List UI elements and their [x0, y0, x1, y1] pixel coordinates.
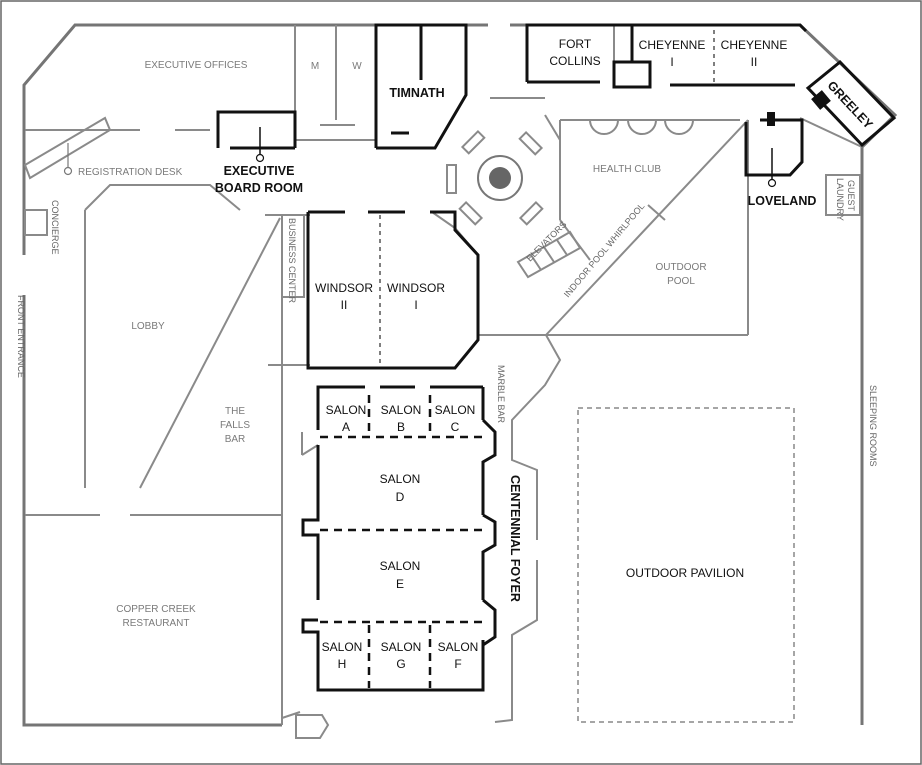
elevators: [516, 230, 582, 279]
label-outdoor-pavilion[interactable]: OUTDOOR PAVILION: [626, 566, 744, 580]
label-health-club: HEALTH CLUB: [593, 164, 661, 175]
outdoor-pavilion-outline: [577, 407, 795, 723]
label-falls-bar-line1: THE: [225, 406, 245, 417]
label-salon-b-line1[interactable]: SALON: [381, 403, 422, 417]
label-copper-creek-line2: RESTAURANT: [122, 618, 189, 629]
label-centennial-foyer[interactable]: CENTENNIAL FOYER: [508, 475, 522, 602]
rotunda-fountain: [489, 167, 511, 189]
label-salon-g-line1[interactable]: SALON: [381, 640, 422, 654]
label-falls-bar-line3: BAR: [225, 434, 246, 445]
label-womens-restroom: W: [352, 61, 362, 72]
label-salon-d-line2[interactable]: D: [396, 490, 405, 504]
label-windsor-i-line2[interactable]: I: [414, 298, 417, 312]
label-concierge: CONCIERGE: [50, 200, 60, 255]
label-fort-collins-line2[interactable]: COLLINS: [549, 54, 600, 68]
label-windsor-ii-line2[interactable]: II: [341, 298, 348, 312]
label-guest-laundry-line2: LAUNDRY: [835, 178, 845, 221]
label-falls-bar-line2: FALLS: [220, 420, 250, 431]
info-markers: [63, 127, 777, 188]
label-mens-restroom: M: [311, 61, 319, 72]
label-salon-e-line2[interactable]: E: [396, 577, 404, 591]
label-salon-c-line1[interactable]: SALON: [435, 403, 476, 417]
label-copper-creek-line1: COPPER CREEK: [116, 604, 196, 615]
label-windsor-i-line1[interactable]: WINDSOR: [387, 281, 445, 295]
label-salon-f-line1[interactable]: SALON: [438, 640, 479, 654]
label-outdoor-pool-line1: OUTDOOR: [655, 262, 706, 273]
label-salon-b-line2[interactable]: B: [397, 420, 405, 434]
label-executive-offices: EXECUTIVE OFFICES: [145, 60, 248, 71]
label-salon-g-line2[interactable]: G: [396, 657, 405, 671]
label-business-center: BUSINESS CENTER: [287, 218, 297, 304]
label-cheyenne-i-line2[interactable]: I: [670, 55, 673, 69]
label-salon-h-line2[interactable]: H: [338, 657, 347, 671]
label-timnath[interactable]: TIMNATH: [389, 86, 444, 100]
label-executive-board-room-line1[interactable]: EXECUTIVE: [224, 164, 295, 178]
label-salon-f-line2[interactable]: F: [454, 657, 461, 671]
label-sleeping-rooms: SLEEPING ROOMS: [868, 385, 878, 467]
label-salon-c-line2[interactable]: C: [451, 420, 460, 434]
label-cheyenne-ii-line1[interactable]: CHEYENNE: [721, 38, 788, 52]
label-front-entrance: FRONT ENTRANCE: [16, 295, 26, 378]
label-loveland[interactable]: LOVELAND: [748, 194, 817, 208]
health-club-windows: [589, 119, 694, 135]
label-cheyenne-i-line1[interactable]: CHEYENNE: [639, 38, 706, 52]
label-guest-laundry-line1: GUEST: [846, 180, 856, 212]
label-salon-h-line1[interactable]: SALON: [322, 640, 363, 654]
label-salon-d-line1[interactable]: SALON: [380, 472, 421, 486]
label-marble-bar: MARBLE BAR: [496, 365, 506, 424]
label-cheyenne-ii-line2[interactable]: II: [751, 55, 758, 69]
label-fort-collins-line1[interactable]: FORT: [559, 37, 592, 51]
meeting-room-walls: [216, 23, 897, 692]
label-salon-a-line1[interactable]: SALON: [326, 403, 367, 417]
label-executive-board-room-line2[interactable]: BOARD ROOM: [215, 181, 303, 195]
label-windsor-ii-line1[interactable]: WINDSOR: [315, 281, 373, 295]
label-salon-e-line1[interactable]: SALON: [380, 559, 421, 573]
label-registration-desk: REGISTRATION DESK: [78, 167, 183, 178]
label-lobby: LOBBY: [131, 321, 165, 332]
label-salon-a-line2[interactable]: A: [342, 420, 350, 434]
label-outdoor-pool-line2: POOL: [667, 276, 695, 287]
